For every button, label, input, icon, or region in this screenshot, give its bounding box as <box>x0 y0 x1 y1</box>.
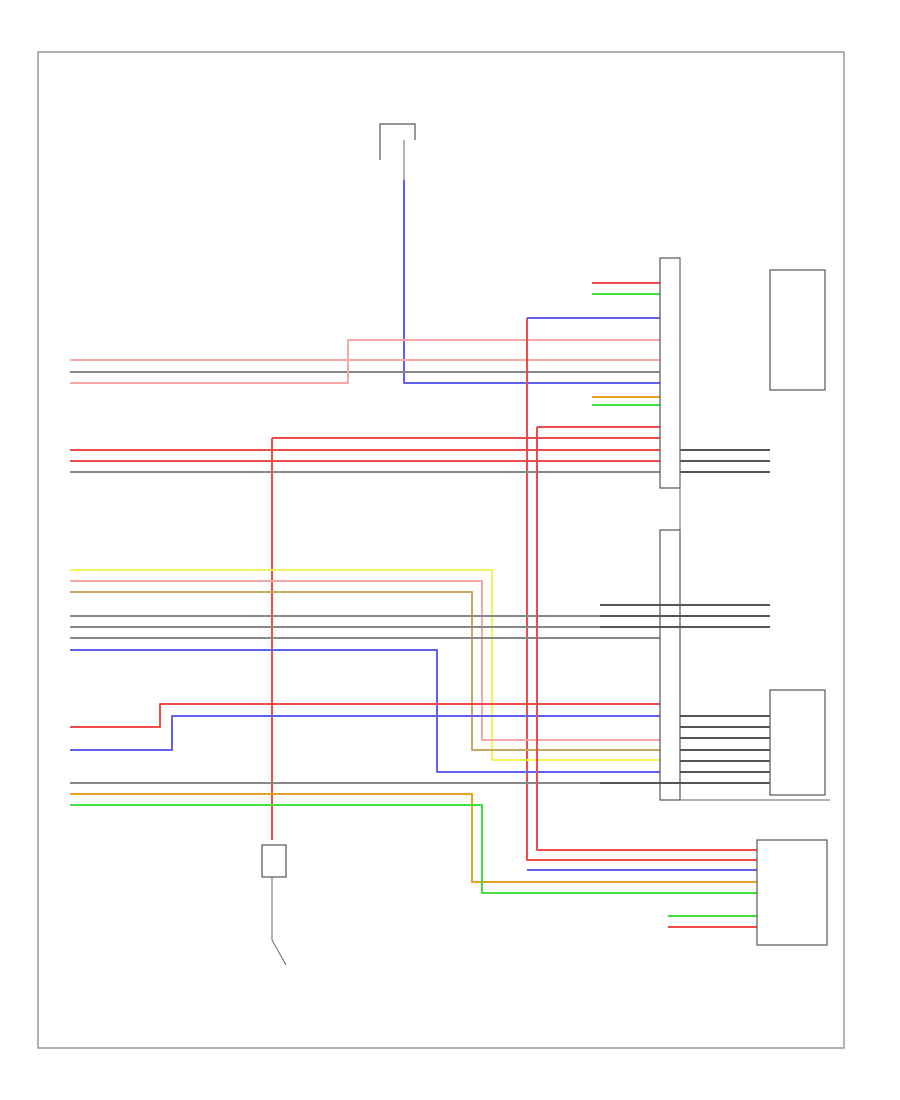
wire-red-upper <box>70 339 660 384</box>
bottom-switch-blade <box>271 939 287 966</box>
right-upper-block <box>769 269 826 391</box>
upper-right-connector <box>659 257 681 489</box>
wire-yellow <box>70 569 660 761</box>
wire-orange-bottom <box>70 793 757 883</box>
wire-blue-lower <box>70 649 660 773</box>
wire-red-lower <box>70 703 660 728</box>
lower-right-connector <box>659 529 681 801</box>
right-lower-block <box>769 689 826 796</box>
wire-layer <box>70 180 770 928</box>
top-bracket <box>379 123 416 160</box>
bottom-right-module <box>756 839 828 946</box>
bottom-switch <box>261 844 287 878</box>
wire-red-trunk <box>526 318 757 861</box>
diagram-frame <box>37 51 845 1049</box>
wire-red-right-lower <box>536 427 757 851</box>
wire-pink-lower <box>70 580 660 741</box>
wire-tan-lower <box>70 591 660 751</box>
wire-top-blue-drop <box>403 180 660 384</box>
wire-green-bottom <box>70 804 757 894</box>
wire-blue-lower2 <box>70 715 660 751</box>
